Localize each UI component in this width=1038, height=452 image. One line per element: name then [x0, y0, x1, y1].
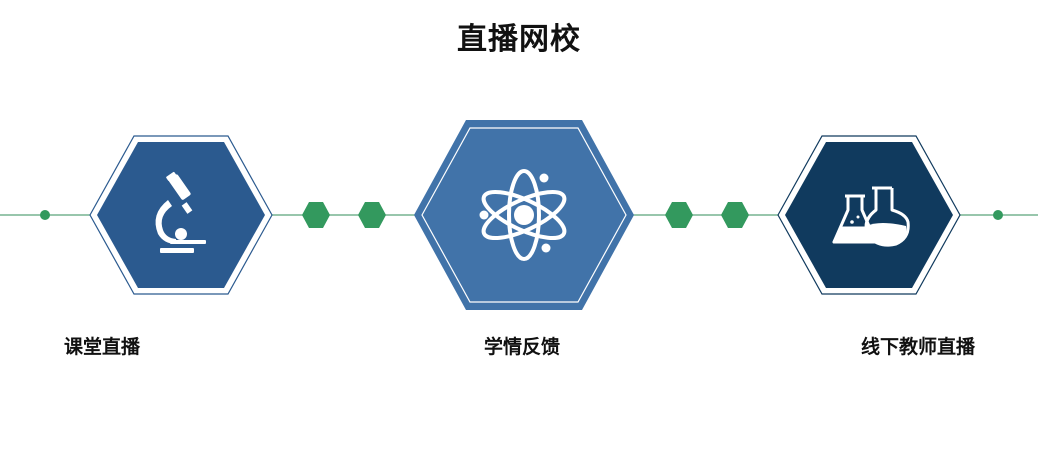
page-title: 直播网校 [457, 22, 581, 57]
connector-hex [665, 202, 693, 228]
connector-hex [302, 202, 330, 228]
item-label-learning-feedback: 学情反馈 [484, 336, 561, 358]
flask-icon [832, 186, 910, 247]
connector-hex [721, 202, 749, 228]
connector-hex [358, 202, 386, 228]
item-label-classroom-live: 课堂直播 [64, 336, 141, 358]
item-label-offline-teacher-live: 线下教师直播 [861, 336, 976, 358]
microscope-icon [155, 171, 206, 253]
end-dot-right [993, 210, 1003, 220]
atom-icon [479, 169, 567, 261]
end-dot-left [40, 210, 50, 220]
hex-node-classroom-live [89, 135, 273, 295]
